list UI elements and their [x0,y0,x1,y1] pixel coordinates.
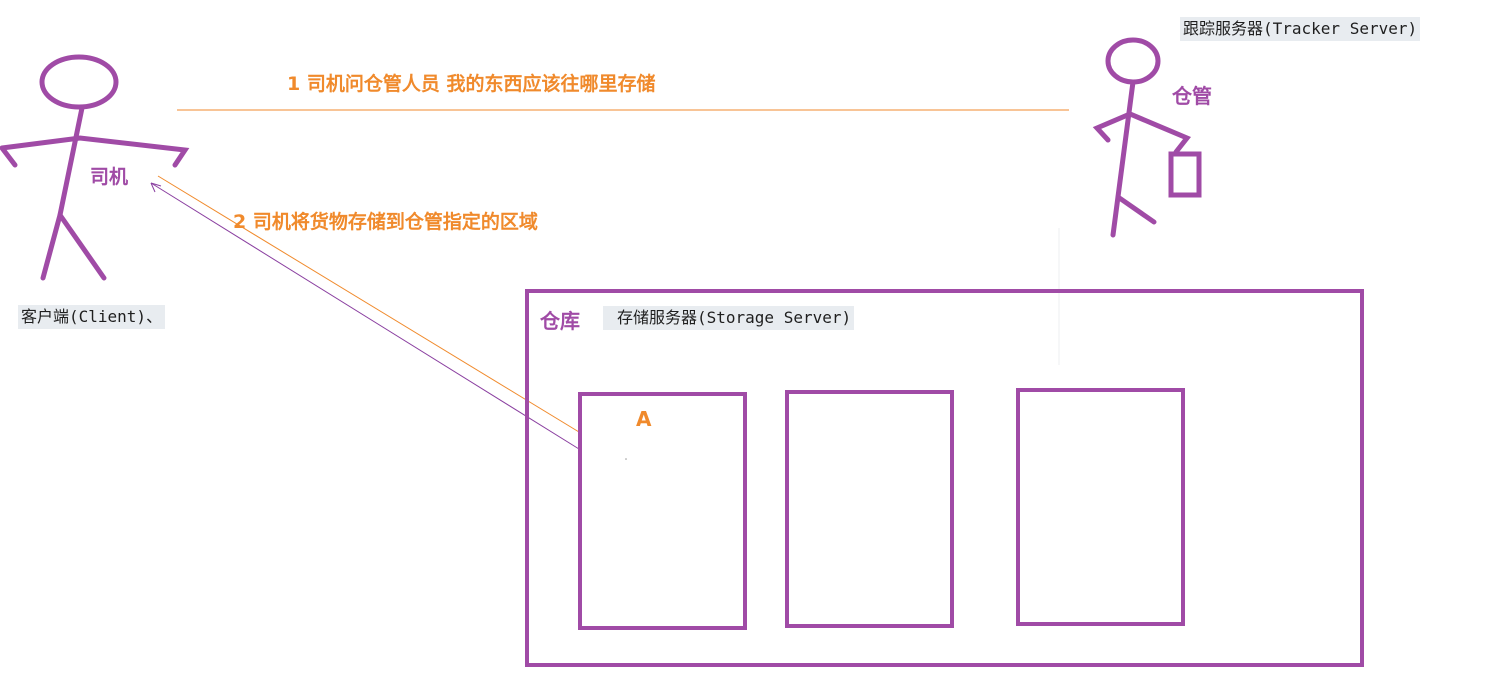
driver-stick-figure [0,54,190,281]
driver-label: 司机 [90,166,129,188]
arrowhead-icon [150,182,162,193]
keeper-body [1110,79,1136,238]
keeper-head [1105,37,1161,85]
driver-legs [40,212,107,281]
storage-zone-3 [1016,388,1185,626]
tracker-server-label: 跟踪服务器(Tracker Server) [1180,17,1421,41]
warehouse-box [525,289,1364,667]
warehouse-label: 仓库 [540,309,580,333]
step2-orange-line [157,175,580,433]
storage-server-label: 存储服务器(Storage Server) [603,306,855,330]
storage-zone-2 [785,390,954,628]
driver-arms [0,135,190,168]
keeper-stick-figure [1092,37,1202,238]
storage-zone-a [578,392,747,630]
step1-label: 1 司机问仓管人员 我的东西应该往哪里存储 [287,73,656,95]
driver-body [57,105,85,218]
step2-purple-arrow-line [150,182,580,450]
step2-label: 2 司机将货物存储到仓管指定的区域 [233,211,538,233]
speck [625,458,627,460]
keeper-label: 仓管 [1172,84,1212,108]
driver-head [39,54,119,110]
zone-a-label: A [636,407,652,431]
keeper-arms [1092,111,1191,155]
client-label: 客户端(Client)、 [18,305,166,329]
keeper-box [1168,151,1202,198]
keeper-leg [1115,194,1157,225]
